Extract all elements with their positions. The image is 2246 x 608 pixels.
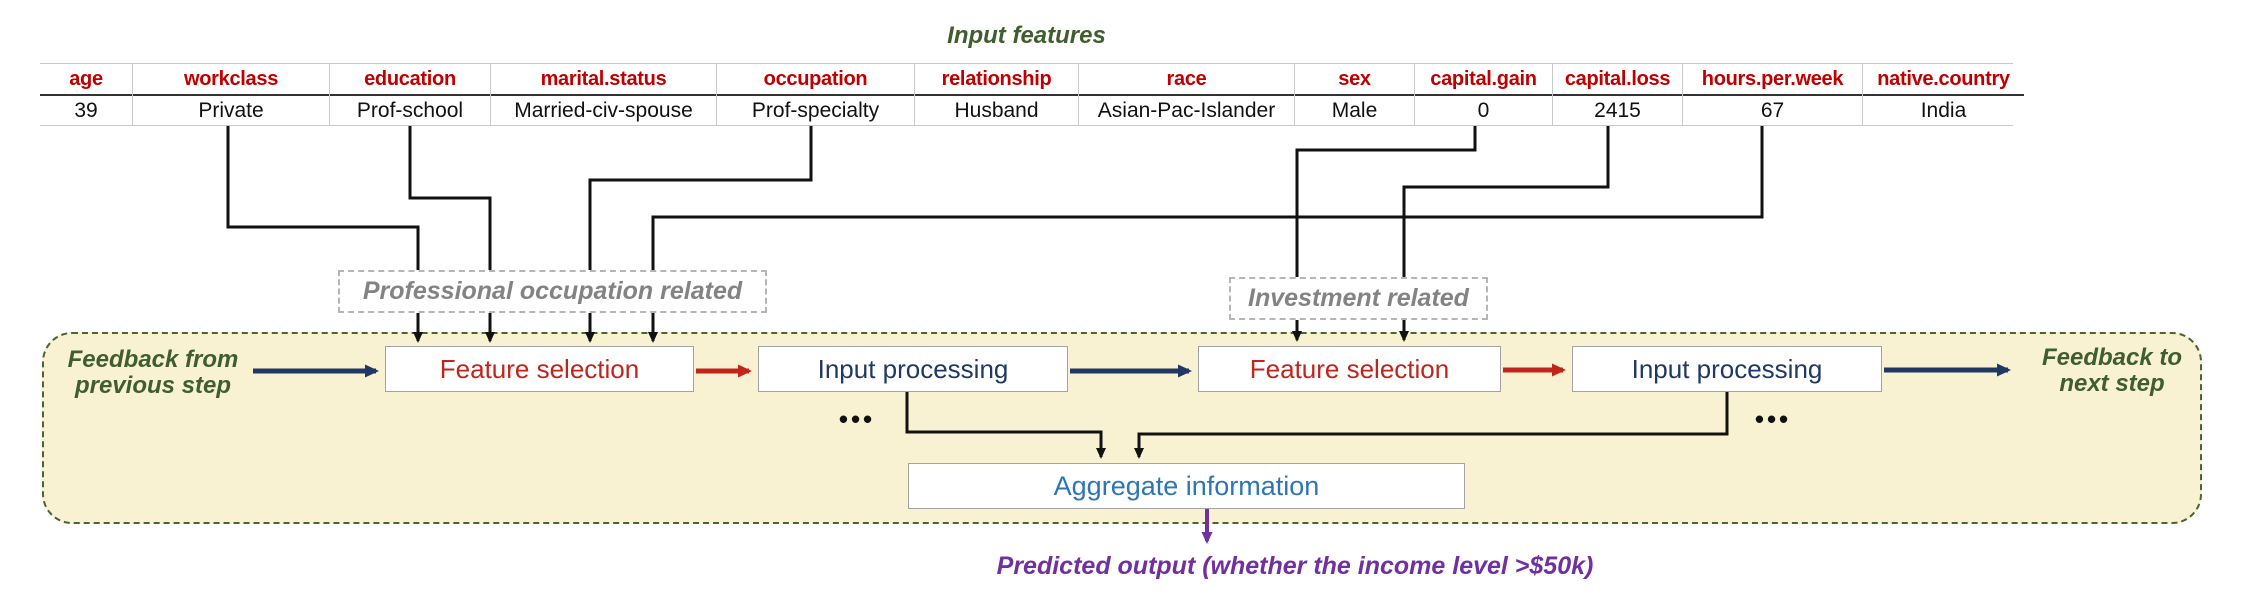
professional-group-box: Professional occupation related [338, 270, 767, 313]
input-processing-2-box: Input processing [1572, 346, 1882, 392]
feedback-from-label: Feedback from previous step [67, 346, 239, 399]
feature-selection-1-label: Feature selection [439, 353, 640, 384]
investment-group-box: Investment related [1229, 277, 1488, 320]
column-value: Married-civ-spouse [514, 98, 693, 122]
input-processing-1-label: Input processing [817, 353, 1009, 384]
aggregate-information-box: Aggregate information [908, 463, 1465, 509]
column-header: capital.loss [1553, 64, 1682, 96]
arrow-hours-to-professional [648, 126, 1764, 343]
feature-selection-2-box: Feature selection [1198, 346, 1501, 392]
column-value: 39 [74, 98, 98, 122]
column-value: Prof-school [356, 98, 464, 122]
column-header: education [330, 64, 490, 96]
feature-selection-2-label: Feature selection [1249, 353, 1450, 384]
column-header: race [1079, 64, 1294, 96]
feature-selection-1-box: Feature selection [385, 346, 694, 392]
input-processing-1-box: Input processing [758, 346, 1068, 392]
column-header: native.country [1863, 64, 2024, 96]
professional-group-label: Professional occupation related [362, 277, 743, 305]
column-header: relationship [915, 64, 1078, 96]
column-value: Private [198, 98, 264, 122]
feedback-to-label: Feedback to next step [2041, 344, 2183, 397]
input-features-title: Input features [947, 22, 1106, 49]
predicted-output-label: Predicted output (whether the income lev… [996, 552, 1594, 580]
arrow-education-to-professional [408, 126, 495, 343]
column-value: Asian-Pac-Islander [1097, 98, 1276, 122]
column-header: marital.status [491, 64, 716, 96]
column-value: Male [1331, 98, 1378, 122]
input-processing-2-label: Input processing [1631, 353, 1823, 384]
column-header: occupation [717, 64, 914, 96]
column-header: workclass [133, 64, 329, 96]
column-value: 0 [1477, 98, 1490, 122]
arrow-capital-loss-to-investment [1399, 126, 1610, 342]
column-header: age [40, 64, 132, 96]
column-header: hours.per.week [1683, 64, 1862, 96]
connector-ip2-to-aggregate [1134, 392, 1729, 459]
column-header: sex [1295, 64, 1414, 96]
connector-ip1-to-aggregate [905, 392, 1106, 459]
column-value: Husband [954, 98, 1039, 122]
arrow-occupation-to-professional [585, 126, 813, 343]
column-value: 2415 [1594, 98, 1641, 122]
ellipsis-right: ••• [1754, 404, 1792, 434]
column-value: India [1920, 98, 1967, 122]
arrow-capital-gain-to-investment [1292, 126, 1477, 342]
aggregate-information-label: Aggregate information [1053, 470, 1320, 501]
investment-group-label: Investment related [1248, 284, 1469, 312]
column-value: Prof-specialty [751, 98, 880, 122]
column-header: capital.gain [1415, 64, 1552, 96]
column-value: 67 [1760, 98, 1785, 122]
ellipsis-left: ••• [838, 404, 876, 434]
